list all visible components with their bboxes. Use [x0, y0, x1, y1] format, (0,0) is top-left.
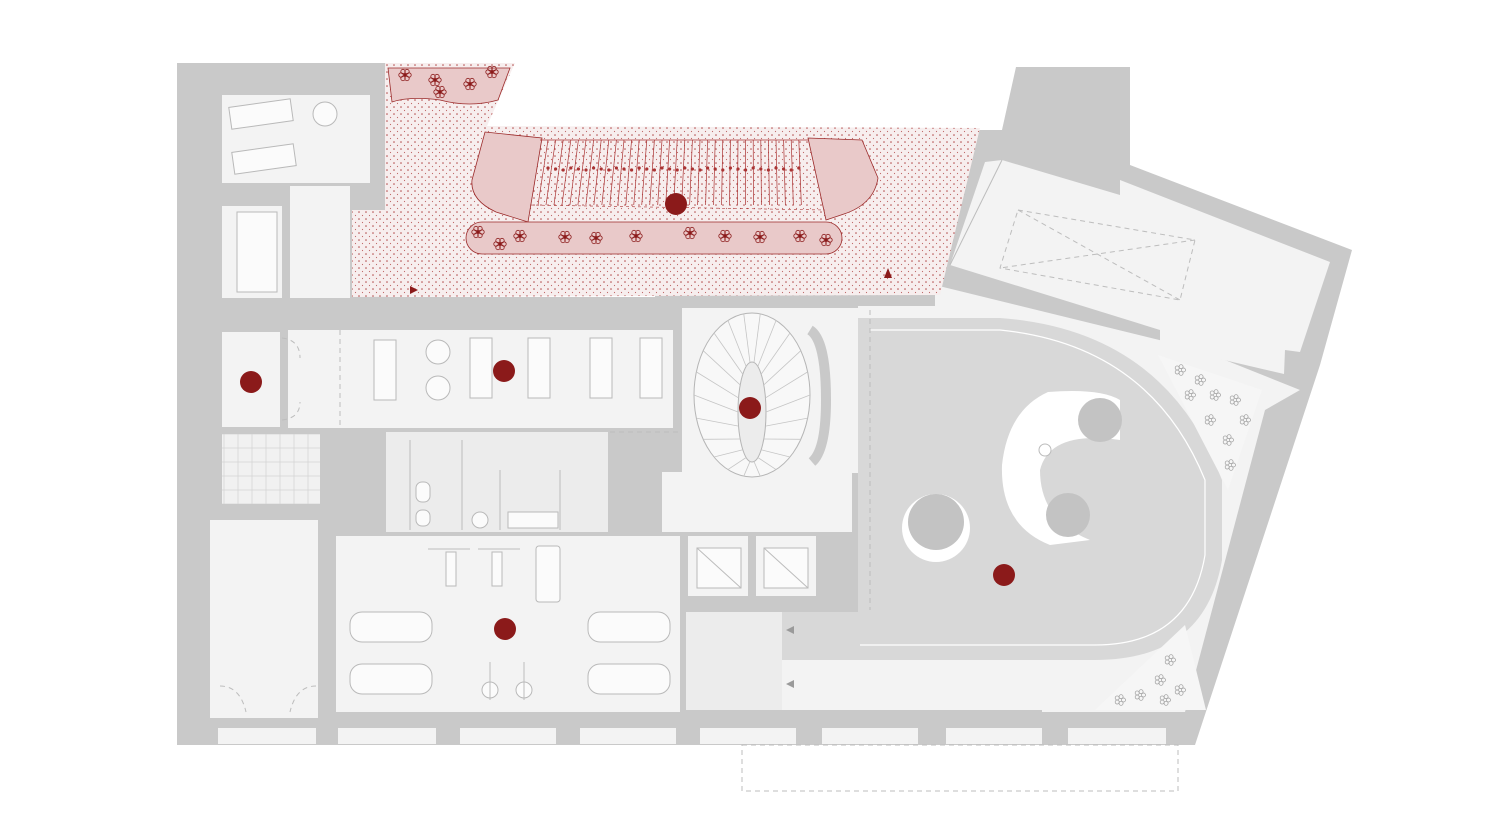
seating-left: [471, 131, 543, 223]
terrace-plants: [398, 65, 833, 251]
pool-marker: [993, 564, 1015, 586]
terrace-marker: [665, 193, 687, 215]
gym-marker: [494, 618, 516, 640]
lounge-marker: [493, 360, 515, 382]
elevators: [696, 547, 809, 589]
lounge-furniture: [373, 337, 663, 401]
right-wing: [949, 159, 1196, 301]
location-markers: [240, 193, 1015, 640]
long-planter: [465, 221, 843, 255]
sauna-marker: [240, 371, 262, 393]
pool: [782, 318, 1222, 660]
terrace: [352, 63, 980, 297]
stair-marker: [739, 397, 761, 419]
changing-rooms: [409, 440, 561, 530]
gym-equipment: [349, 545, 671, 700]
pool-planters: [1095, 355, 1262, 710]
direction-arrows: [410, 268, 892, 688]
top-left-furniture: [228, 98, 338, 293]
seating-right: [807, 137, 879, 221]
dashed-outlines: [219, 310, 1179, 792]
terrace-steps: [529, 139, 826, 211]
planter-top-left: [387, 67, 511, 105]
spiral-staircase: [693, 312, 832, 478]
